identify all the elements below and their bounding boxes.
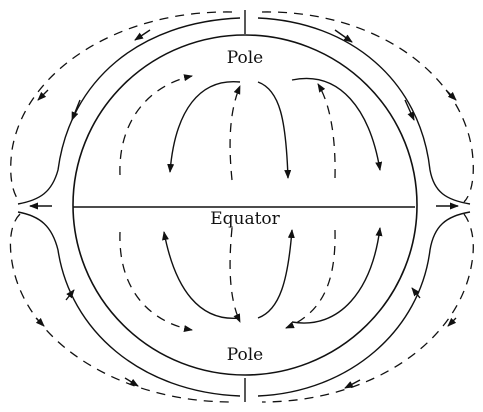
label-pole-top: Pole (227, 48, 263, 68)
dashed-outer-top-left (10, 11, 233, 203)
arrow-outer-bottom-right-1 (411, 287, 421, 299)
label-pole-bottom: Pole (227, 345, 263, 365)
outer-field-line-top-left (17, 17, 241, 205)
dashed-outer-top-right (261, 11, 474, 203)
arrow-outer-bottom-left-2 (124, 377, 139, 387)
globe-boundary (72, 34, 418, 376)
inner-south-dashed-left (119, 231, 193, 332)
label-equator: Equator (210, 209, 280, 229)
dashed-outer-bottom-right (261, 213, 474, 403)
inner-north-dashed-right (317, 83, 336, 179)
inner-south-solid-cell-right (291, 227, 383, 324)
inner-north-dashed-left (119, 74, 193, 176)
arrow-dashed-bottom-left (35, 317, 45, 327)
arrow-outer-top-right-1 (334, 29, 353, 43)
inner-south-dashed-right (285, 229, 336, 329)
arrow-dashed-top-left (37, 89, 49, 101)
inner-north-solid-cell-right (291, 77, 383, 171)
inner-north-dashed-center (229, 85, 241, 181)
arrow-outer-top-left-1 (134, 29, 151, 41)
inner-south-solid-cell-center (257, 229, 295, 319)
arrow-outer-bottom-right-2 (344, 379, 361, 389)
inner-north-solid-cell-center (257, 81, 292, 179)
inner-south-dashed-center (229, 227, 241, 323)
arrow-dashed-top-right (445, 89, 457, 101)
arrow-outer-bottom-left-1 (65, 289, 75, 301)
outer-field-line-bottom-left (17, 211, 241, 397)
arrow-outer-top-right-2 (404, 99, 415, 121)
outer-field-line-top-right (257, 17, 471, 205)
arrow-outer-top-left-2 (71, 99, 81, 121)
inner-north-solid-cell-left (167, 81, 241, 173)
arrow-dashed-bottom-right (447, 317, 457, 327)
inner-south-solid-cell-left (162, 231, 241, 319)
dashed-outer-bottom-left (9, 213, 233, 403)
